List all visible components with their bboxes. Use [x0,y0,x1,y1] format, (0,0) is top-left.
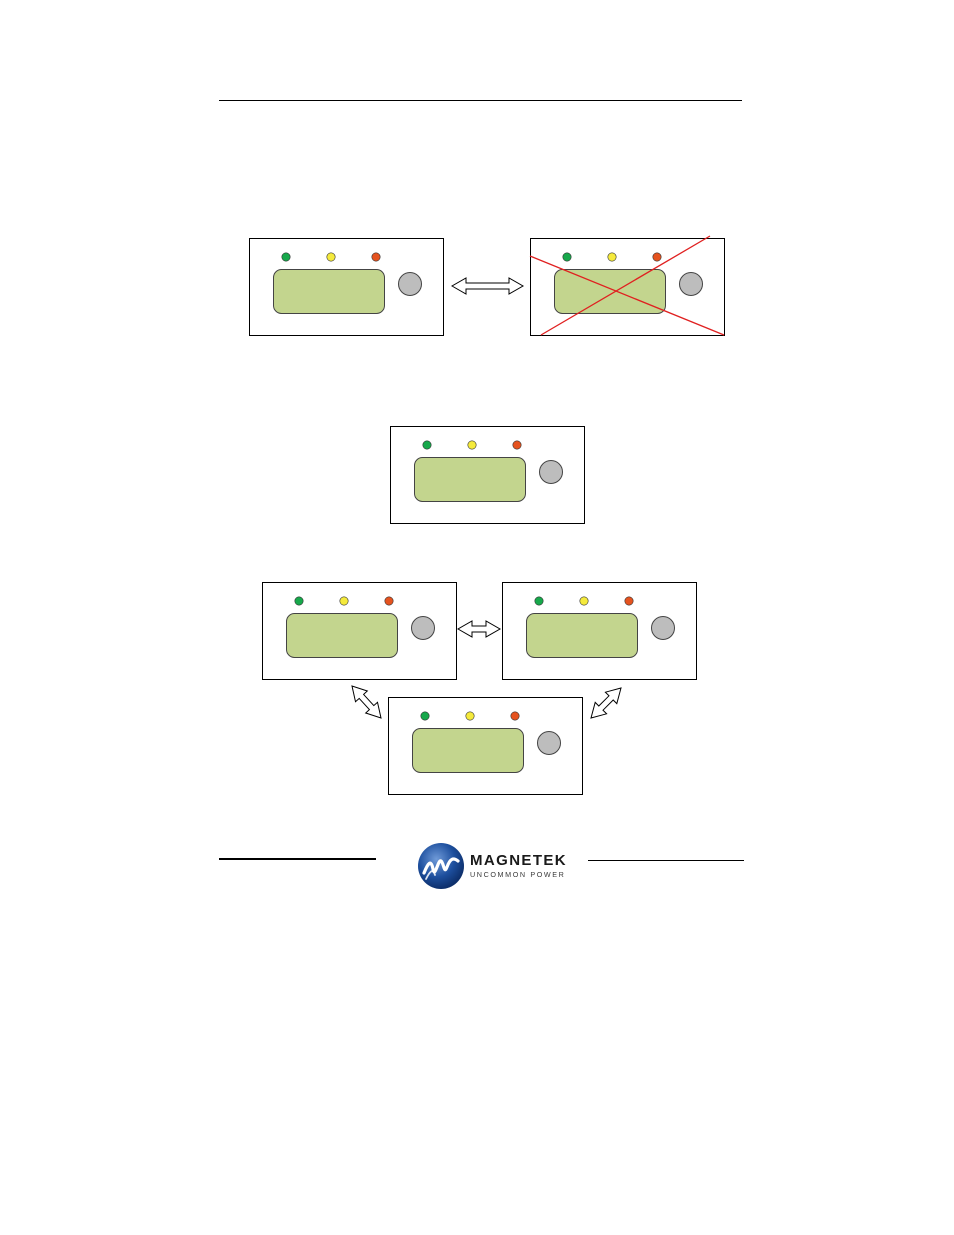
red-led-icon [372,253,380,261]
panel-top-right [530,236,725,336]
round-button [399,273,422,296]
footer-rule-right [588,860,744,861]
green-led-icon [295,597,303,605]
green-led-icon [535,597,543,605]
panel-top-left [250,239,444,336]
lcd-display [287,614,398,658]
lcd-display [527,614,638,658]
panel-middle [391,427,585,524]
yellow-led-icon [466,712,474,720]
round-button [538,732,561,755]
lcd-display [274,270,385,314]
lcd-display [555,270,666,314]
yellow-led-icon [340,597,348,605]
panel-bottom [389,698,583,795]
yellow-led-icon [580,597,588,605]
arrow-right-diagonal-icon [591,688,621,718]
yellow-led-icon [327,253,335,261]
round-button [680,273,703,296]
panel-lower-left [263,583,457,680]
magnetek-logo: MAGNETEK UNCOMMON POWER [414,840,589,892]
red-led-icon [511,712,519,720]
footer-rule-left [219,858,376,860]
lcd-display [413,729,524,773]
logo-name: MAGNETEK [470,852,567,869]
logo-tagline: UNCOMMON POWER [470,870,565,879]
arrow-lower-pair-icon [458,621,500,637]
red-led-icon [625,597,633,605]
yellow-led-icon [468,441,476,449]
magnetek-wave-logo-icon [416,841,466,891]
arrow-left-diagonal-icon [352,686,381,718]
panel-lower-right [503,583,697,680]
arrow-top-pair-icon [452,278,523,294]
red-led-icon [385,597,393,605]
round-button [412,617,435,640]
green-led-icon [282,253,290,261]
green-led-icon [423,441,431,449]
red-led-icon [513,441,521,449]
yellow-led-icon [608,253,616,261]
round-button [540,461,563,484]
lcd-display [415,458,526,502]
round-button [652,617,675,640]
red-led-icon [653,253,661,261]
green-led-icon [421,712,429,720]
green-led-icon [563,253,571,261]
